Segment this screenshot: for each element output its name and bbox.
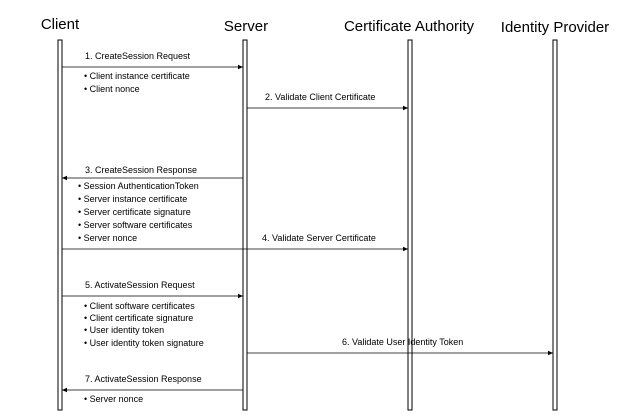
- message-3-param: • Server instance certificate: [78, 194, 187, 204]
- lifeline-client: [57, 39, 63, 411]
- lifeline-ca: [407, 39, 413, 411]
- message-2-label: 2. Validate Client Certificate: [265, 92, 375, 102]
- message-5-param: • User identity token signature: [84, 338, 204, 348]
- participant-ca-title: Certificate Authority: [344, 18, 475, 35]
- message-3-param: • Session AuthenticationToken: [78, 181, 199, 191]
- message-1-param: • Client nonce: [84, 84, 140, 94]
- message-7-param: • Server nonce: [84, 394, 143, 404]
- message-5-param: • Client certificate signature: [84, 313, 193, 323]
- message-5-param: • Client software certificates: [84, 301, 195, 311]
- message-6-label: 6. Validate User Identity Token: [342, 337, 463, 347]
- message-3-label: 3. CreateSession Response: [85, 165, 197, 175]
- lifeline-idp: [552, 39, 558, 411]
- participant-client-title: Client: [41, 16, 80, 33]
- message-3-param: • Server certificate signature: [78, 207, 191, 217]
- message-3-param: • Server software certificates: [78, 220, 193, 230]
- message-1-label: 1. CreateSession Request: [85, 51, 191, 61]
- message-5-param: • User identity token: [84, 325, 164, 335]
- message-4-label: 4. Validate Server Certificate: [262, 233, 376, 243]
- message-3-param: • Server nonce: [78, 233, 137, 243]
- message-5-label: 5. ActivateSession Request: [85, 280, 195, 290]
- lifeline-server: [242, 39, 248, 411]
- participant-idp-title: Identity Provider: [501, 19, 609, 36]
- message-1-param: • Client instance certificate: [84, 71, 190, 81]
- participant-server-title: Server: [224, 18, 268, 35]
- message-7-label: 7. ActivateSession Response: [85, 374, 202, 384]
